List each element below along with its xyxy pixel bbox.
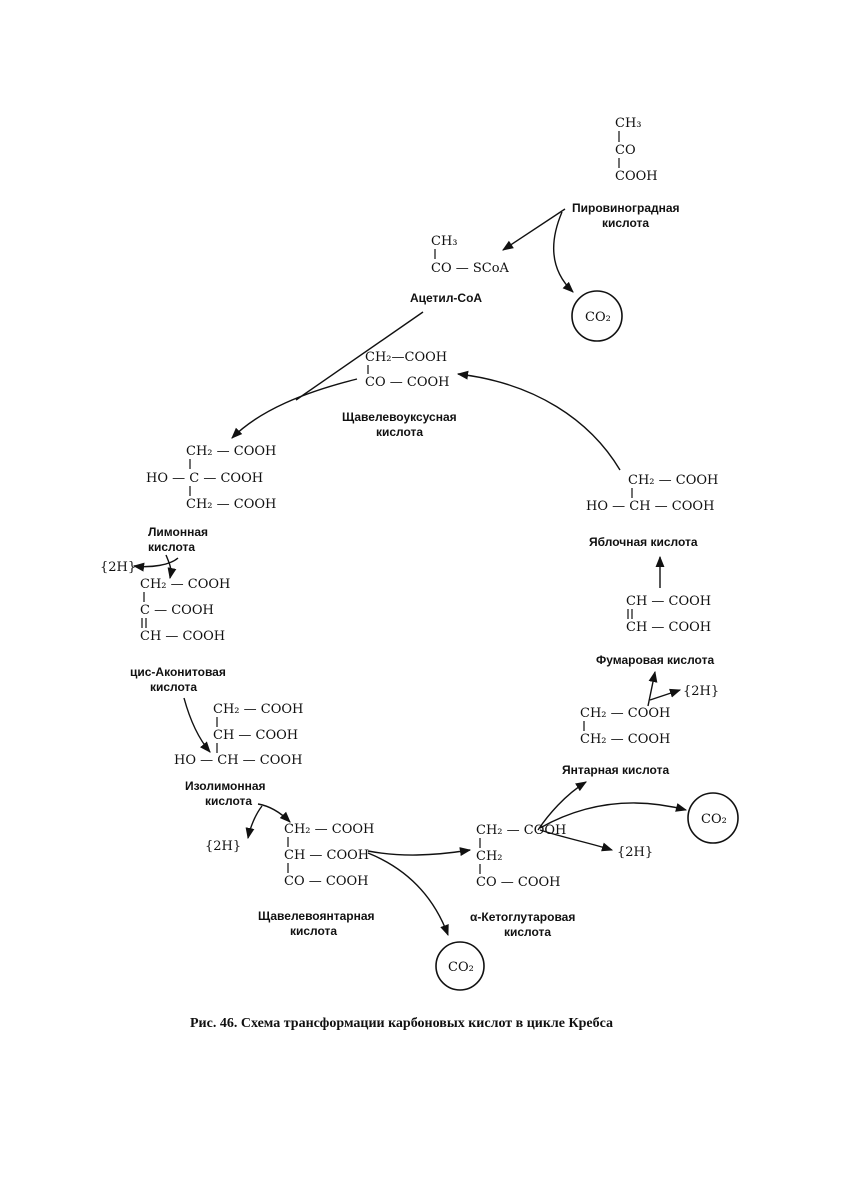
- acetyl-coa-formula: CH₃ CO — SCoA: [431, 234, 510, 276]
- svg-text:CH₂ — COOH: CH₂ — COOH: [186, 497, 276, 512]
- arrow-citrate-to-aconitate: [165, 554, 177, 580]
- arrow-ketoglutarate-to-succinate: [537, 781, 587, 831]
- fumarate-label: Фумаровая кислота: [596, 653, 714, 667]
- svg-text:CO — COOH: CO — COOH: [476, 875, 560, 890]
- svg-text:HO — CH — COOH: HO — CH — COOH: [586, 499, 714, 514]
- svg-text:HO — CH — COOH: HO — CH — COOH: [174, 753, 302, 768]
- arrow-h2-citrate: [132, 557, 179, 572]
- ketoglutarate-formula: CH₂ — COOH CH₂ CO — COOH: [476, 823, 566, 890]
- aconitate-formula: CH₂ — COOH C — COOH CH — COOH: [140, 577, 230, 644]
- svg-text:CH₂ — COOH: CH₂ — COOH: [186, 444, 276, 459]
- svg-text:CH₂—COOH: CH₂—COOH: [365, 350, 447, 365]
- acetyl-coa-label: Ацетил-CoA: [410, 291, 482, 305]
- oxalosuccinate-formula: CH₂ — COOH CH — COOH CO — COOH: [284, 822, 374, 889]
- svg-text:CH₃: CH₃: [431, 234, 458, 249]
- svg-text:CO₂: CO₂: [585, 310, 611, 325]
- svg-text:HO — C — COOH: HO — C — COOH: [146, 471, 263, 486]
- ketoglutarate-label-2: кислота: [504, 925, 551, 939]
- svg-text:CO — COOH: CO — COOH: [284, 874, 368, 889]
- arrow-h2-isocitrate: [245, 805, 263, 840]
- arrow-malate-to-oxaloacetate: [456, 370, 621, 471]
- isocitrate-label: Изолимонная: [185, 779, 266, 793]
- svg-text:CH₂ — COOH: CH₂ — COOH: [580, 706, 670, 721]
- svg-text:CH₃: CH₃: [615, 116, 642, 131]
- svg-text:CO₂: CO₂: [448, 960, 474, 975]
- co2-circle-top: CO₂: [571, 290, 623, 342]
- arrow-pyruvate-to-acetyl: [502, 208, 566, 251]
- ketoglutarate-label: α-Кетоглутаровая: [470, 910, 575, 924]
- fumarate-formula: CH — COOH CH — COOH: [626, 594, 711, 635]
- pyruvate-formula: CH₃ CO COOH: [615, 116, 658, 184]
- svg-text:CO₂: CO₂: [701, 812, 727, 827]
- arrow-succinate-to-h2: [649, 688, 682, 701]
- svg-text:CH — COOH: CH — COOH: [140, 629, 225, 644]
- svg-text:CH₂: CH₂: [476, 849, 503, 864]
- svg-text:CH₂ — COOH: CH₂ — COOH: [140, 577, 230, 592]
- arrow-acetyl-to-citrate: [295, 311, 424, 401]
- arrow-succinate-to-fumarate: [647, 670, 658, 707]
- svg-text:CO — SCoA: CO — SCoA: [431, 261, 510, 276]
- arrow-oxalosuccinate-to-co2: [367, 852, 449, 937]
- svg-text:CH — COOH: CH — COOH: [213, 728, 298, 743]
- citrate-label: Лимонная: [148, 525, 208, 539]
- svg-text:CH — COOH: CH — COOH: [284, 848, 369, 863]
- co2-circle-right: CO₂: [687, 792, 739, 844]
- pyruvate-label: Пировиноградная: [572, 201, 680, 215]
- svg-text:CO — COOH: CO — COOH: [365, 375, 449, 390]
- svg-text:CH — COOH: CH — COOH: [626, 594, 711, 609]
- citrate-label-2: кислота: [148, 540, 195, 554]
- succinate-label: Янтарная кислота: [562, 763, 669, 777]
- oxaloacetate-formula: CH₂—COOH CO — COOH: [365, 350, 449, 390]
- oxalosuccinate-label: Щавелевоянтарная: [258, 909, 375, 923]
- h2-token-succinate: {2H}: [683, 684, 719, 699]
- oxaloacetate-label-2: кислота: [376, 425, 423, 439]
- arrow-ketoglutarate-to-h2: [539, 829, 614, 852]
- co2-circle-bottom: CO₂: [435, 941, 485, 991]
- arrow-pyruvate-to-co2: [553, 211, 574, 293]
- h2-token-ketoglutarate: {2H}: [617, 845, 653, 860]
- svg-text:CH₂ — COOH: CH₂ — COOH: [628, 473, 718, 488]
- citrate-formula: CH₂ — COOH HO — C — COOH CH₂ — COOH: [146, 444, 276, 512]
- svg-text:COOH: COOH: [615, 169, 658, 184]
- h2-token-citrate: {2H}: [100, 560, 136, 575]
- svg-text:CH₂ — COOH: CH₂ — COOH: [213, 702, 303, 717]
- oxalosuccinate-label-2: кислота: [290, 924, 337, 938]
- svg-text:CO: CO: [615, 143, 636, 158]
- arrow-aconitate-to-isocitrate: [183, 697, 211, 753]
- succinate-formula: CH₂ — COOH CH₂ — COOH: [580, 706, 670, 747]
- aconitate-label: цис-Аконитовая: [130, 665, 226, 679]
- arrow-ketoglutarate-to-co2: [539, 802, 688, 829]
- pyruvate-label-2: кислота: [602, 216, 649, 230]
- arrow-oxaloacetate-to-citrate: [231, 378, 358, 439]
- svg-text:CH₂ — COOH: CH₂ — COOH: [580, 732, 670, 747]
- svg-text:CH₂ — COOH: CH₂ — COOH: [284, 822, 374, 837]
- svg-text:C — COOH: C — COOH: [140, 603, 214, 618]
- figure-caption: Рис. 46. Схема трансформации карбоновых …: [190, 1016, 613, 1031]
- arrow-oxalosuccinate-to-ketoglutarate: [367, 847, 472, 856]
- malate-formula: CH₂ — COOH HO — CH — COOH: [586, 473, 718, 514]
- isocitrate-formula: CH₂ — COOH CH — COOH HO — CH — COOH: [174, 702, 303, 768]
- svg-text:CH — COOH: CH — COOH: [626, 620, 711, 635]
- oxaloacetate-label: Щавелевоуксусная: [342, 410, 457, 424]
- svg-text:CH₂ — COOH: CH₂ — COOH: [476, 823, 566, 838]
- malate-label: Яблочная кислота: [589, 535, 698, 549]
- aconitate-label-2: кислота: [150, 680, 197, 694]
- arrow-isocitrate-to-oxalosuccinate: [257, 803, 291, 823]
- h2-token-isocitrate: {2H}: [205, 839, 241, 854]
- isocitrate-label-2: кислота: [205, 794, 252, 808]
